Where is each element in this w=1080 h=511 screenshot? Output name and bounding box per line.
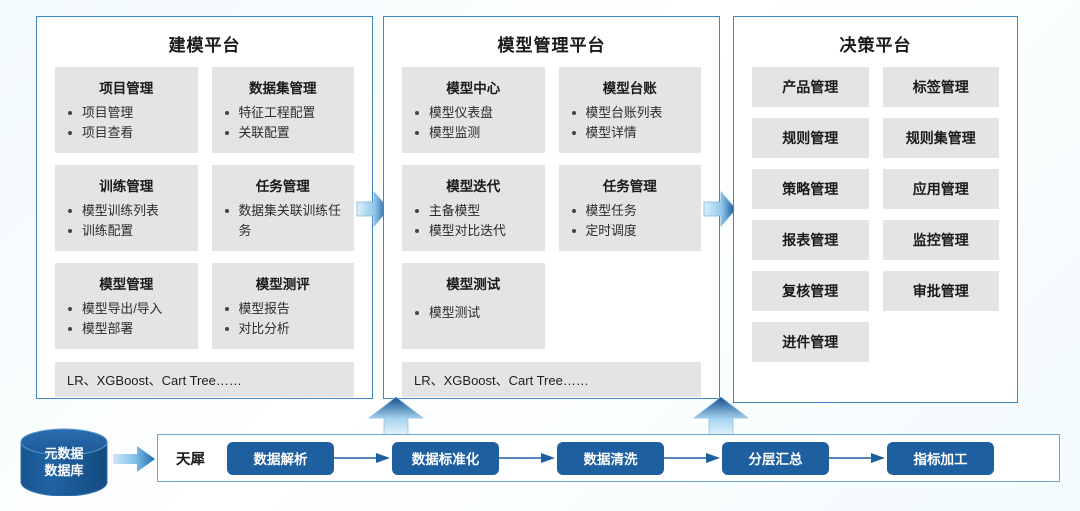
decision-tile[interactable]: 应用管理 <box>882 169 999 209</box>
module-item[interactable]: 模型监测 <box>412 123 535 143</box>
data-pipeline-bar: 天犀 数据解析 数据标准化 数据清洗 分层汇总 <box>157 434 1060 482</box>
module-item[interactable]: 项目管理 <box>65 103 188 123</box>
module-title: 项目管理 <box>99 81 154 96</box>
platform-panel-modeling[interactable]: 建模平台 项目管理 项目管理 项目查看 数据集管理 特征工程配置 关联配置 <box>36 16 373 399</box>
module-card[interactable]: 训练管理 模型训练列表 训练配置 <box>55 165 198 251</box>
pipeline-step[interactable]: 指标加工 <box>887 441 994 475</box>
decision-tile[interactable]: 规则管理 <box>752 118 869 158</box>
panel-title-modeling: 建模平台 <box>168 36 241 55</box>
module-item[interactable]: 数据集关联训练任务 <box>222 201 345 241</box>
flow-arrow-right-icon <box>356 189 390 229</box>
module-card[interactable]: 模型测评 模型报告 对比分析 <box>211 263 354 349</box>
module-item-list: 模型报告 对比分析 <box>222 299 345 339</box>
decision-tile[interactable]: 标签管理 <box>882 67 999 107</box>
module-item-list: 模型测试 <box>412 303 535 323</box>
pipeline-step[interactable]: 数据解析 <box>227 441 334 475</box>
tile-grid-decision: 产品管理 标签管理 规则管理 规则集管理 策略管理 应用管理 报表管理 监控管理… <box>752 67 999 362</box>
module-item[interactable]: 模型部署 <box>65 319 188 339</box>
module-title: 模型管理 <box>99 277 154 292</box>
module-title: 模型迭代 <box>446 179 501 194</box>
flow-arrow-up-icon <box>367 396 425 438</box>
module-card[interactable]: 模型台账 模型台账列表 模型详情 <box>558 67 701 153</box>
module-item[interactable]: 对比分析 <box>222 319 345 339</box>
module-card[interactable]: 模型测试 模型测试 <box>402 263 545 349</box>
module-item[interactable]: 特征工程配置 <box>222 103 345 123</box>
pipeline-connector-icon <box>829 452 887 464</box>
module-title: 任务管理 <box>255 179 310 194</box>
module-item-list: 数据集关联训练任务 <box>222 201 345 241</box>
module-item[interactable]: 模型对比迭代 <box>412 221 535 241</box>
module-item[interactable]: 模型测试 <box>412 303 535 323</box>
module-item-list: 特征工程配置 关联配置 <box>222 103 345 143</box>
module-item[interactable]: 模型训练列表 <box>65 201 188 221</box>
decision-tile[interactable]: 策略管理 <box>752 169 869 209</box>
decision-tile[interactable]: 规则集管理 <box>882 118 999 158</box>
module-item[interactable]: 模型导出/导入 <box>65 299 188 319</box>
decision-tile[interactable]: 进件管理 <box>752 322 869 362</box>
pipeline-connector-icon <box>334 452 392 464</box>
decision-tile[interactable]: 报表管理 <box>752 220 869 260</box>
decision-tile[interactable]: 审批管理 <box>882 271 999 311</box>
pipeline-connector-icon <box>664 452 722 464</box>
module-item[interactable]: 关联配置 <box>222 123 345 143</box>
platform-panel-decision[interactable]: 决策平台 产品管理 标签管理 规则管理 规则集管理 策略管理 应用管理 报表管理… <box>733 16 1018 403</box>
decision-tile[interactable]: 监控管理 <box>882 220 999 260</box>
algorithm-strip: LR、XGBoost、Cart Tree…… <box>55 362 354 397</box>
module-card[interactable]: 任务管理 模型任务 定时调度 <box>558 165 701 251</box>
flow-arrow-up-icon <box>692 396 750 438</box>
module-item[interactable]: 项目查看 <box>65 123 188 143</box>
platform-panel-model-management[interactable]: 模型管理平台 模型中心 模型仪表盘 模型监测 模型台账 模型台账列表 模型详情 <box>383 16 720 399</box>
panel-title-decision: 决策平台 <box>839 36 912 55</box>
module-item-list: 模型导出/导入 模型部署 <box>65 299 188 339</box>
metadata-database-icon[interactable]: 元数据 数据库 <box>18 428 110 497</box>
module-card[interactable]: 模型中心 模型仪表盘 模型监测 <box>402 67 545 153</box>
algorithm-strip: LR、XGBoost、Cart Tree…… <box>402 362 701 397</box>
module-title: 任务管理 <box>602 179 657 194</box>
module-item-list: 模型台账列表 模型详情 <box>569 103 692 143</box>
pipeline-step[interactable]: 数据标准化 <box>392 441 499 475</box>
module-card[interactable]: 模型迭代 主备模型 模型对比迭代 <box>402 165 545 251</box>
module-item-list: 模型任务 定时调度 <box>569 201 692 241</box>
module-title: 模型测评 <box>255 277 310 292</box>
pipeline-connector-icon <box>499 452 557 464</box>
module-card[interactable]: 项目管理 项目管理 项目查看 <box>55 67 198 153</box>
panel-body-decision: 产品管理 标签管理 规则管理 规则集管理 策略管理 应用管理 报表管理 监控管理… <box>734 67 1017 362</box>
module-item-list: 模型仪表盘 模型监测 <box>412 103 535 143</box>
decision-tile[interactable]: 产品管理 <box>752 67 869 107</box>
module-item[interactable]: 模型详情 <box>569 123 692 143</box>
module-title: 数据集管理 <box>249 81 317 96</box>
decision-tile[interactable]: 复核管理 <box>752 271 869 311</box>
pipeline-platform-label: 天犀 <box>176 451 205 468</box>
module-item[interactable]: 模型任务 <box>569 201 692 221</box>
module-title: 模型测试 <box>446 277 501 292</box>
module-card[interactable]: 任务管理 数据集关联训练任务 <box>211 165 354 251</box>
module-item[interactable]: 模型报告 <box>222 299 345 319</box>
panel-body-modeling: 项目管理 项目管理 项目查看 数据集管理 特征工程配置 关联配置 训练管理 <box>37 67 372 397</box>
pipeline-step[interactable]: 数据清洗 <box>557 441 664 475</box>
module-item[interactable]: 训练配置 <box>65 221 188 241</box>
module-title: 训练管理 <box>99 179 154 194</box>
panel-body-model-management: 模型中心 模型仪表盘 模型监测 模型台账 模型台账列表 模型详情 模型迭代 <box>384 67 719 397</box>
module-item[interactable]: 模型仪表盘 <box>412 103 535 123</box>
module-item-list: 模型训练列表 训练配置 <box>65 201 188 241</box>
db-to-pipeline-arrow-icon <box>112 444 156 474</box>
module-title: 模型台账 <box>602 81 657 96</box>
module-item[interactable]: 模型台账列表 <box>569 103 692 123</box>
module-card[interactable]: 模型管理 模型导出/导入 模型部署 <box>55 263 198 349</box>
module-card[interactable]: 数据集管理 特征工程配置 关联配置 <box>211 67 354 153</box>
module-grid-modeling: 项目管理 项目管理 项目查看 数据集管理 特征工程配置 关联配置 训练管理 <box>55 67 354 349</box>
module-title: 模型中心 <box>446 81 501 96</box>
panel-title-model-management: 模型管理平台 <box>497 36 606 55</box>
module-item-list: 项目管理 项目查看 <box>65 103 188 143</box>
module-item-list: 主备模型 模型对比迭代 <box>412 201 535 241</box>
module-item[interactable]: 主备模型 <box>412 201 535 221</box>
module-item[interactable]: 定时调度 <box>569 221 692 241</box>
pipeline-step[interactable]: 分层汇总 <box>722 441 829 475</box>
flow-arrow-right-icon <box>703 189 737 229</box>
module-grid-model-management: 模型中心 模型仪表盘 模型监测 模型台账 模型台账列表 模型详情 模型迭代 <box>402 67 701 349</box>
